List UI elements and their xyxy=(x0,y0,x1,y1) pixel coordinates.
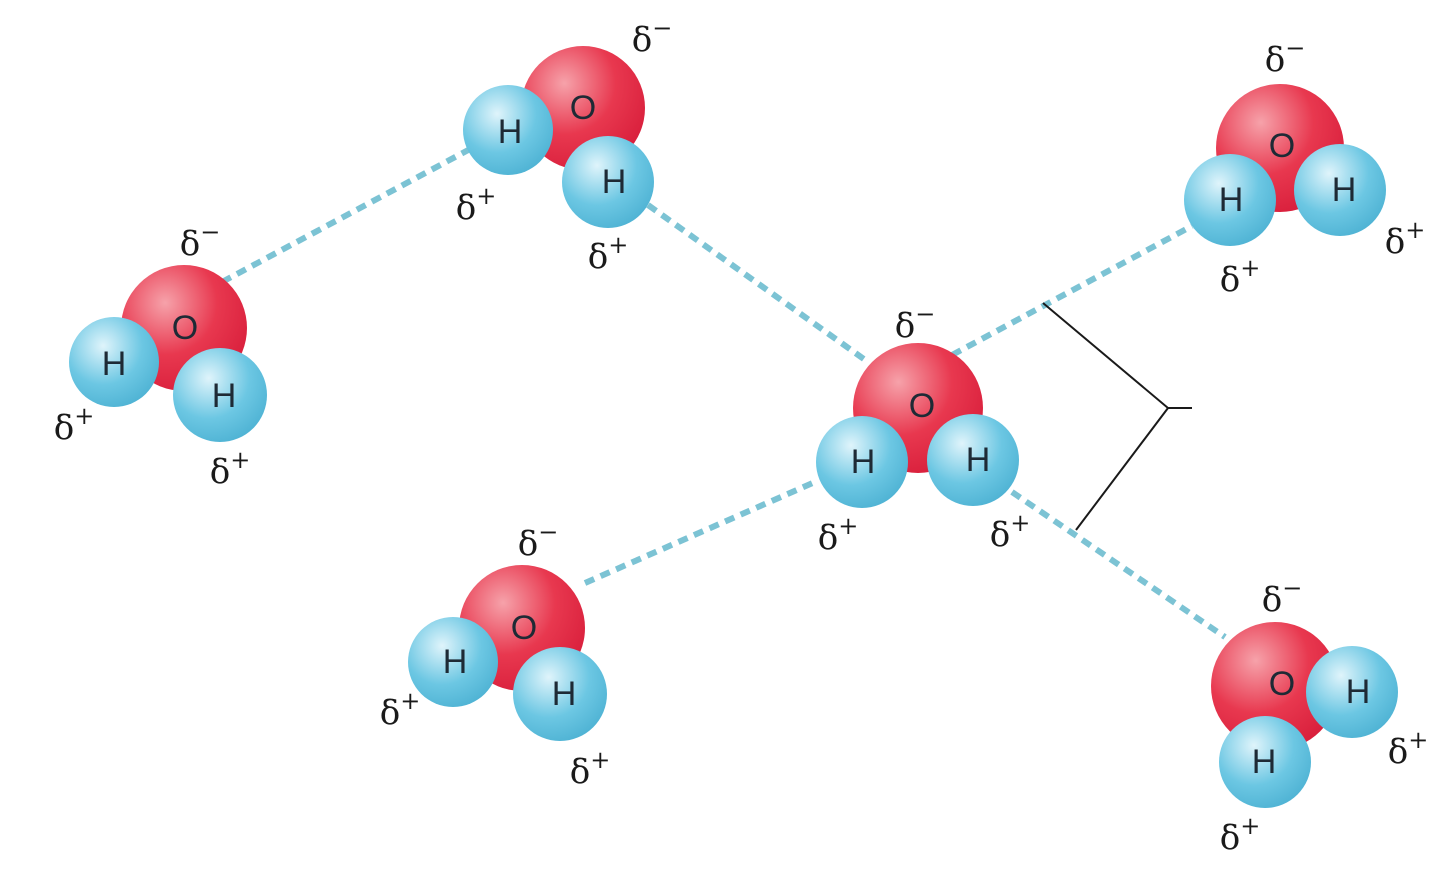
partial-positive-charge: δ+ xyxy=(818,512,859,558)
partial-negative-charges: δ− δ− δ− δ− δ− δ− xyxy=(180,14,1306,620)
partial-negative-charge: δ− xyxy=(180,218,221,264)
water-molecule: O H H xyxy=(816,343,1019,508)
hydrogen-label: H xyxy=(552,675,577,713)
hydrogen-label: H xyxy=(1219,181,1244,219)
hydrogen-bonds xyxy=(220,145,1227,640)
hydrogen-atom xyxy=(1184,154,1276,246)
partial-positive-charge: δ+ xyxy=(1388,726,1429,772)
hydrogen-atom xyxy=(562,136,654,228)
oxygen-label: O xyxy=(172,309,198,347)
hydrogen-bond xyxy=(950,223,1194,358)
hydrogen-atom xyxy=(69,317,159,407)
oxygen-atom xyxy=(1211,622,1339,750)
partial-positive-charge: δ+ xyxy=(54,402,95,448)
hydrogen-label: H xyxy=(102,345,127,383)
partial-positive-charge: δ+ xyxy=(1220,254,1261,300)
hydrogen-bond xyxy=(583,479,817,586)
hydrogen-bond xyxy=(1010,489,1227,640)
hydrogen-label: H xyxy=(1332,171,1357,209)
hydrogen-bond xyxy=(220,145,474,285)
partial-positive-charge: δ+ xyxy=(456,182,497,228)
hydrogen-bond xyxy=(646,202,870,365)
oxygen-label: O xyxy=(511,609,537,647)
hydrogen-label: H xyxy=(1252,743,1277,781)
water-molecule: O H H xyxy=(463,46,654,228)
hydrogen-bond-bracket xyxy=(1042,302,1192,531)
hydrogen-atom xyxy=(1219,716,1311,808)
hydrogen-label: H xyxy=(1346,673,1371,711)
hydrogen-label: H xyxy=(966,441,991,479)
water-molecule: O H H xyxy=(1211,622,1398,808)
water-molecule: O H H xyxy=(69,265,267,442)
partial-positive-charge: δ+ xyxy=(210,446,251,492)
partial-positive-charge: δ+ xyxy=(570,746,611,792)
hydrogen-atom xyxy=(173,348,267,442)
hydrogen-atom xyxy=(408,617,498,707)
partial-negative-charge: δ− xyxy=(895,300,936,346)
partial-positive-charge: δ+ xyxy=(1220,812,1261,858)
partial-positive-charges: δ+ δ+ δ+ δ+ δ+ δ+ δ+ δ+ δ+ δ+ δ+ δ+ xyxy=(54,182,1429,858)
partial-positive-charge: δ+ xyxy=(990,509,1031,555)
partial-positive-charge: δ+ xyxy=(1385,216,1426,262)
hydrogen-atom xyxy=(463,85,553,175)
water-molecule: O H H xyxy=(408,565,607,741)
bracket-line xyxy=(1042,302,1170,531)
partial-positive-charge: δ+ xyxy=(588,231,629,277)
hydrogen-label: H xyxy=(212,377,237,415)
oxygen-label: O xyxy=(1269,127,1295,165)
hydrogen-atom xyxy=(1294,144,1386,236)
hydrogen-atom xyxy=(513,647,607,741)
hydrogen-label: H xyxy=(851,443,876,481)
partial-negative-charge: δ− xyxy=(1262,574,1303,620)
hydrogen-atom xyxy=(816,416,908,508)
partial-negative-charge: δ− xyxy=(518,518,559,564)
water-molecule: O H H xyxy=(1184,84,1386,246)
hydrogen-atom xyxy=(927,414,1019,506)
hydrogen-label: H xyxy=(443,643,468,681)
hydrogen-label: H xyxy=(498,113,523,151)
partial-positive-charge: δ+ xyxy=(380,687,421,733)
partial-negative-charge: δ− xyxy=(1265,34,1306,80)
partial-negative-charge: δ− xyxy=(632,14,673,60)
oxygen-label: O xyxy=(570,89,596,127)
hydrogen-label: H xyxy=(602,163,627,201)
oxygen-label: O xyxy=(909,387,935,425)
hydrogen-atom xyxy=(1306,646,1398,738)
oxygen-label: O xyxy=(1269,665,1295,703)
